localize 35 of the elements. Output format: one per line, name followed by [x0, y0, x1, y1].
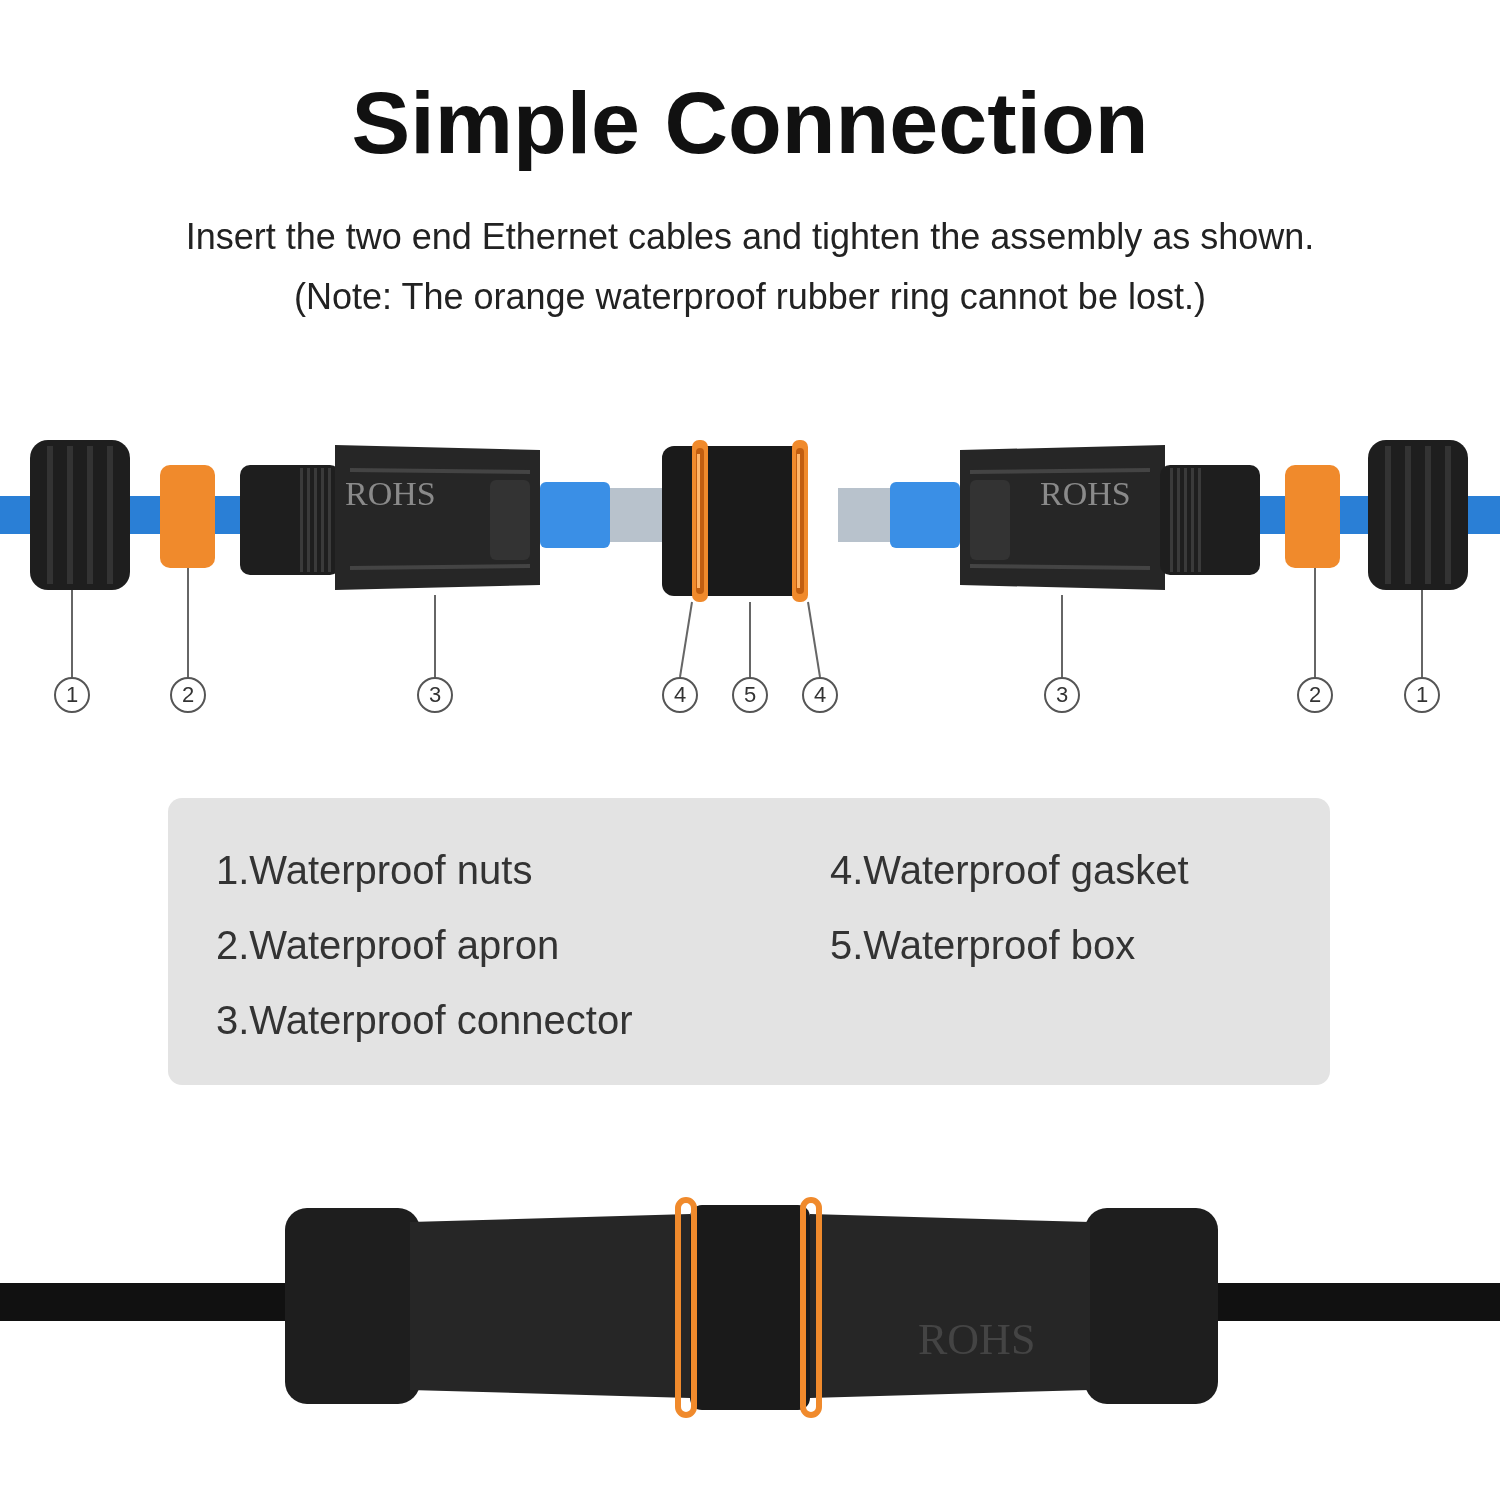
gasket-ring-drawing — [692, 440, 708, 602]
leader-line — [807, 601, 821, 678]
legend-item: 5.Waterproof box — [830, 922, 1136, 969]
rubber-ring-drawing — [160, 465, 215, 568]
leader-line — [187, 567, 189, 678]
nut-drawing — [1368, 440, 1468, 590]
leader-line — [749, 601, 751, 678]
leader-line — [434, 594, 436, 678]
legend-item: 3.Waterproof connector — [216, 997, 633, 1044]
callout-number: 4 — [802, 677, 838, 713]
callout-number: 2 — [170, 677, 206, 713]
rubber-ring-drawing — [1285, 465, 1340, 568]
callout-number: 1 — [54, 677, 90, 713]
legend-item: 2.Waterproof apron — [216, 922, 560, 969]
title: Simple Connection — [350, 72, 1150, 174]
callout-number: 5 — [732, 677, 768, 713]
imprint-text: ROHS — [1040, 474, 1131, 514]
legend-item: 1.Waterproof nuts — [216, 847, 533, 894]
coupler-box-drawing — [662, 440, 808, 602]
leader-line — [71, 589, 73, 678]
callout-number: 3 — [1044, 677, 1080, 713]
leader-line — [679, 601, 693, 678]
note-text: (Note: The orange waterproof rubber ring cannot be lost.) — [293, 275, 1207, 319]
imprint-text: ROHS — [345, 474, 436, 514]
callout-number: 2 — [1297, 677, 1333, 713]
instruction-text: Insert the two end Ethernet cables and tighten the assembly as shown. — [184, 215, 1316, 259]
leader-line — [1421, 589, 1423, 678]
callout-number: 1 — [1404, 677, 1440, 713]
callout-number: 3 — [417, 677, 453, 713]
legend-item: 4.Waterproof gasket — [830, 847, 1189, 894]
callout-number: 4 — [662, 677, 698, 713]
leader-line — [1314, 567, 1316, 678]
gasket-ring-drawing — [792, 440, 808, 602]
leader-line — [1061, 594, 1063, 678]
nut-drawing — [30, 440, 130, 590]
